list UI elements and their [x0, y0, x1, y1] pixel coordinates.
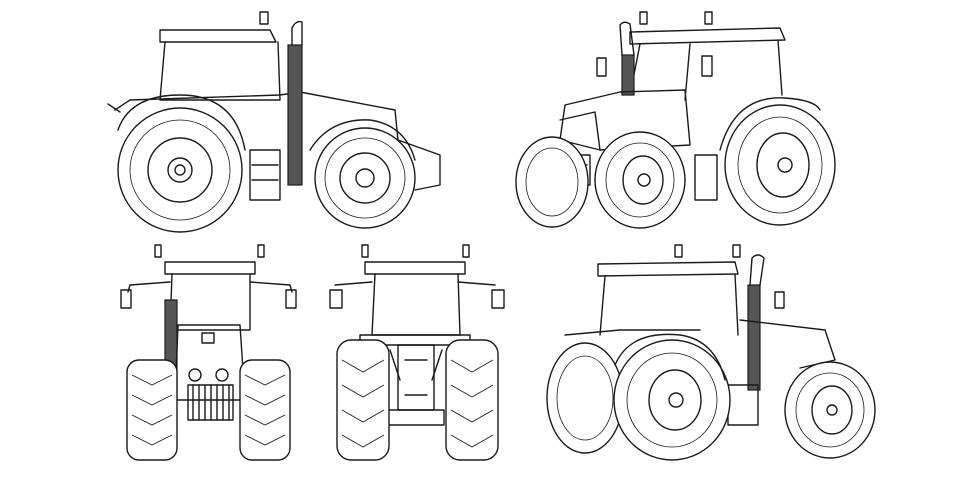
tractor-rear-view	[329, 244, 505, 461]
left-rear-tire	[336, 339, 390, 461]
left-rear-wheel	[546, 342, 624, 454]
right-front-tire	[239, 359, 291, 461]
right-rear-wheel	[613, 339, 731, 461]
rear-wheel	[117, 107, 243, 233]
right-front-wheel	[594, 131, 686, 229]
tractor-rear-three-quarter-view	[546, 244, 876, 461]
tractor-side-view	[107, 11, 441, 233]
front-wheel	[314, 127, 416, 229]
left-front-wheel	[515, 136, 589, 228]
tractor-front-three-quarter-view	[515, 11, 836, 229]
right-rear-tire	[445, 339, 499, 461]
right-rear-wheel	[724, 104, 836, 226]
front-wheel	[784, 361, 876, 459]
tractor-front-view	[120, 244, 297, 461]
left-front-tire	[126, 359, 178, 461]
